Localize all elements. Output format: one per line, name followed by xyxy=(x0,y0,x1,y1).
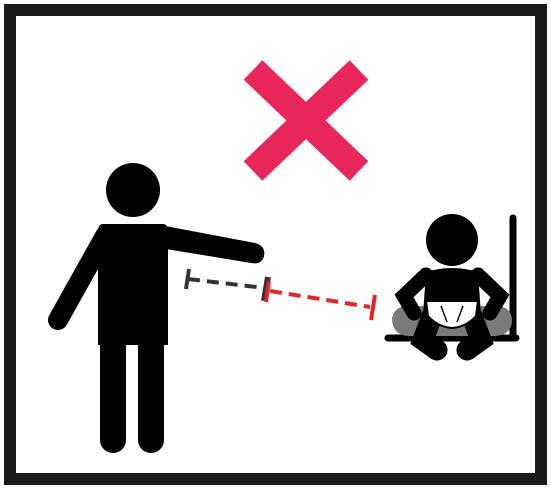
baby-head xyxy=(426,214,478,266)
adult-head xyxy=(106,163,160,217)
